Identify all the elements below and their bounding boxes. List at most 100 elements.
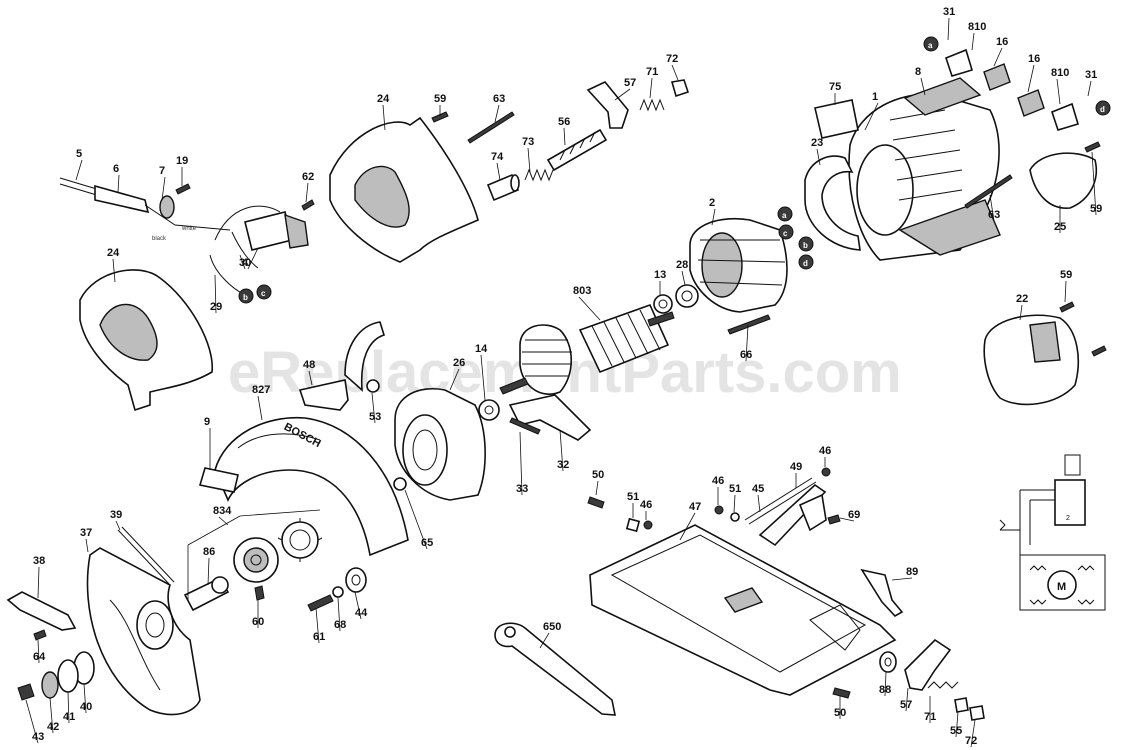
- leader-line-c51b: [733, 494, 736, 513]
- leader-line-c37: [85, 538, 89, 553]
- part-callout-c28: 28: [676, 259, 688, 271]
- part-callout-c803: 803: [573, 285, 591, 297]
- part-callout-c59a: 59: [434, 93, 446, 105]
- leader-line-c59b: [1091, 151, 1097, 216]
- part-callout-c62: 62: [302, 171, 314, 183]
- leader-line-c24a: [112, 258, 116, 283]
- clip-89: [860, 568, 904, 618]
- connector-b-field: [798, 236, 814, 252]
- part-callout-c59b: 59: [1090, 203, 1102, 215]
- bearing-14: [478, 399, 500, 421]
- connector-d-top: [1095, 100, 1111, 116]
- part-callout-c2: 2: [709, 197, 715, 209]
- screw-19: [175, 183, 191, 195]
- part-callout-c51b: 51: [729, 483, 741, 495]
- part-callout-c71a: 71: [646, 66, 658, 78]
- leader-line-c88: [884, 671, 887, 697]
- screw-62: [301, 199, 315, 211]
- power-cord: [59, 177, 231, 231]
- part-callout-c72b: 72: [965, 735, 977, 747]
- part-callout-c4: 4: [242, 257, 249, 269]
- leader-line-c86: [207, 557, 210, 586]
- screw-60: [254, 585, 265, 601]
- part-callout-c40: 40: [80, 701, 92, 713]
- part-callout-c650: 650: [543, 621, 561, 633]
- leader-line-c63a: [494, 104, 500, 123]
- part-callout-c8: 8: [915, 66, 921, 78]
- part-callout-c75: 75: [829, 81, 841, 93]
- spindle-86: [183, 576, 230, 612]
- lower-guard-37: [86, 547, 201, 716]
- part-callout-c6: 6: [113, 163, 119, 175]
- connector-a-field-letter: a: [782, 211, 787, 220]
- washer-46-a: [714, 505, 724, 515]
- part-callout-c19: 19: [176, 155, 188, 167]
- leader-line-c63b: [989, 194, 995, 222]
- part-callout-c59c: 59: [1060, 269, 1072, 281]
- spring-39: [117, 526, 175, 586]
- part-callout-c46b: 46: [712, 475, 724, 487]
- part-callout-c810b: 810: [1051, 67, 1069, 79]
- leader-line-c64: [37, 639, 40, 664]
- leader-line-c38: [37, 566, 40, 599]
- screw-59-endcap: [1084, 141, 1101, 153]
- lever-57-bottom: [904, 638, 952, 691]
- leader-line-c39: [115, 520, 121, 531]
- part-callout-c32: 32: [557, 459, 569, 471]
- gear-housing-26: [394, 388, 486, 501]
- connector-c-left: [256, 284, 272, 300]
- connector-a-top-letter: a: [928, 41, 933, 50]
- leader-line-c59c: [1064, 280, 1067, 303]
- bearing-assembly: [233, 537, 279, 583]
- leader-line-c57b: [905, 687, 909, 712]
- connector-b-left-letter: b: [243, 293, 248, 302]
- part-callout-c5: 5: [76, 148, 82, 160]
- washer-42: [41, 671, 59, 699]
- connector-b-left: [238, 288, 254, 304]
- part-callout-c89: 89: [906, 566, 918, 578]
- leader-line-c29: [214, 274, 217, 314]
- part-callout-c31b: 31: [1085, 69, 1097, 81]
- part-callout-c57a: 57: [624, 77, 636, 89]
- part-callout-c23: 23: [811, 137, 823, 149]
- part-callout-c14: 14: [475, 343, 488, 355]
- connector-d-top-letter: d: [1100, 105, 1105, 114]
- part-callout-c39: 39: [110, 509, 122, 521]
- nut-65: [393, 477, 407, 491]
- part-callout-c38: 38: [33, 555, 45, 567]
- part-callout-c24b: 24: [377, 93, 390, 105]
- part-callout-c71b: 71: [924, 711, 936, 723]
- part-callout-c50b: 50: [834, 707, 846, 719]
- sleeve-74: [486, 173, 520, 202]
- leader-line-c22: [1019, 304, 1023, 321]
- armature-803: [499, 303, 675, 395]
- leader-line-c53: [371, 392, 376, 424]
- connector-a-top: [923, 36, 939, 52]
- part-callout-c47: 47: [689, 501, 701, 513]
- washer-46-b: [643, 520, 653, 530]
- connector-b-field-letter: b: [803, 241, 808, 250]
- screw-59-handle-cover: [1059, 301, 1075, 313]
- connector-d-field: [798, 254, 814, 270]
- part-callout-c73: 73: [522, 136, 534, 148]
- leader-line-c26: [449, 368, 460, 391]
- part-callout-c86: 86: [203, 546, 215, 558]
- part-callout-c60: 60: [252, 616, 264, 628]
- washer-88: [879, 651, 897, 673]
- part-callout-c66: 66: [740, 349, 752, 361]
- handle-half-right: [329, 116, 479, 263]
- leader-line-c73: [527, 147, 531, 173]
- part-callout-c50a: 50: [592, 469, 604, 481]
- leader-line-c44: [354, 591, 362, 620]
- part-callout-c68: 68: [334, 619, 346, 631]
- part-callout-c51a: 51: [627, 491, 639, 503]
- nut-72-top: [670, 79, 690, 98]
- leader-line-c56: [563, 127, 566, 146]
- spring-71-bottom: [927, 681, 959, 689]
- screw-50-bottom: [832, 687, 851, 699]
- leader-line-c6: [117, 174, 120, 193]
- label-75: [814, 99, 859, 139]
- bolt-43: [17, 683, 35, 701]
